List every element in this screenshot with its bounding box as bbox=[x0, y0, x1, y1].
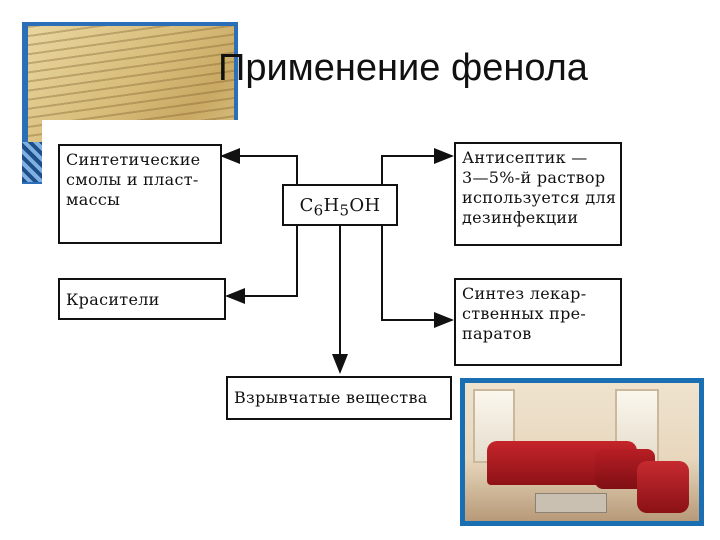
coffee-table bbox=[535, 493, 607, 513]
node-resins-line-1: Синтетические bbox=[66, 150, 201, 169]
red-leather-sofa-photo bbox=[460, 378, 704, 526]
node-drugs-line-2: ственных пре- bbox=[462, 304, 587, 323]
node-phenol-formula: C6H5OH bbox=[282, 184, 398, 226]
node-antiseptic-line-4: дезинфекции bbox=[462, 208, 579, 227]
node-explosives: Взрывчатые вещества bbox=[226, 376, 452, 420]
formula-sub-5: 5 bbox=[339, 201, 350, 220]
arrow-to-resins bbox=[220, 148, 298, 184]
node-antiseptic-line-3: используется для bbox=[462, 188, 617, 207]
node-antiseptic: Антисептик — 3—5%-й раствор используется… bbox=[454, 142, 622, 246]
formula-sub-6: 6 bbox=[313, 201, 324, 220]
formula-oh: OH bbox=[349, 195, 381, 216]
node-dyes-line-1: Красители bbox=[66, 290, 160, 309]
living-room-scene bbox=[465, 383, 699, 521]
node-resins-line-2: смолы и пласт- bbox=[66, 170, 199, 189]
node-antiseptic-line-1: Антисептик — bbox=[462, 148, 588, 167]
node-drugs-line-1: Синтез лекар- bbox=[462, 284, 587, 303]
node-resins-line-3: массы bbox=[66, 190, 121, 209]
node-resins: Синтетические смолы и пласт- массы bbox=[58, 144, 222, 244]
node-dyes: Красители bbox=[58, 278, 226, 320]
node-antiseptic-line-2: 3—5%-й раствор bbox=[462, 168, 606, 187]
formula-h: H bbox=[323, 195, 340, 216]
slide-title: Применение фенола bbox=[218, 47, 588, 89]
node-explosives-line-1: Взрывчатые вещества bbox=[234, 388, 428, 407]
arrow-to-drugs bbox=[381, 226, 454, 328]
node-drugs: Синтез лекар- ственных пре- паратов bbox=[454, 278, 622, 366]
red-armchair bbox=[637, 461, 689, 513]
arrow-to-dyes bbox=[225, 226, 298, 304]
node-drugs-line-3: паратов bbox=[462, 324, 532, 343]
arrow-to-antiseptic bbox=[381, 148, 454, 184]
diagram-connectors bbox=[220, 148, 454, 374]
phenol-application-diagram: Синтетические смолы и пласт- массы C6H5O… bbox=[42, 120, 634, 430]
formula-c: C bbox=[299, 195, 314, 216]
photo-edge-pattern bbox=[22, 142, 42, 182]
